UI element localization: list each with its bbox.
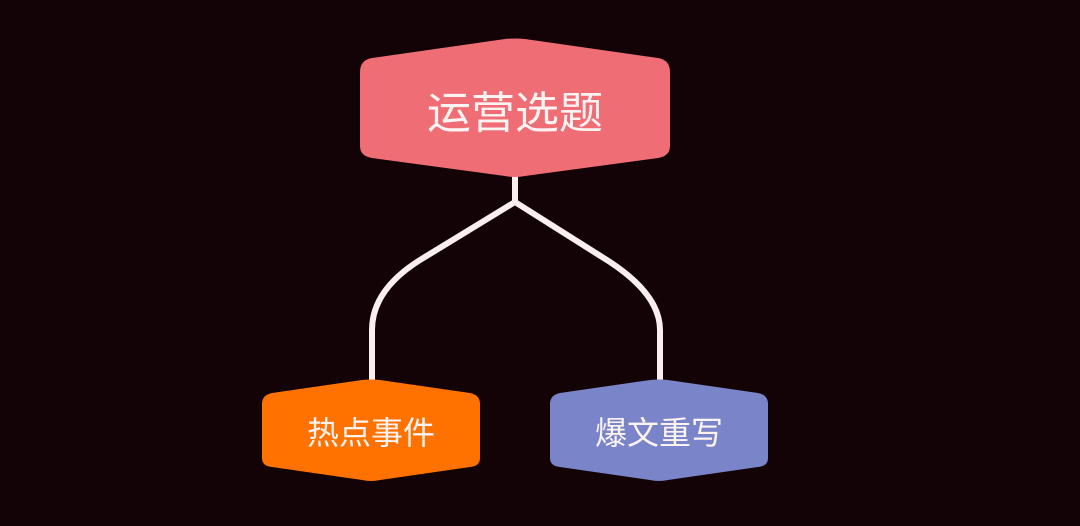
connector-to-viral-rewrite (513, 199, 663, 382)
root-node-label: 运营选题 (427, 88, 603, 139)
hot-events-node-shape (262, 379, 480, 481)
viral-rewrite-node-label: 爆文重写 (594, 414, 724, 452)
connector-to-hot-events (369, 199, 517, 382)
root-node-shape (360, 38, 670, 177)
hot-events-node-label: 热点事件 (306, 414, 436, 452)
viral-rewrite-node-shape (550, 379, 768, 481)
connector-lines (369, 172, 663, 382)
